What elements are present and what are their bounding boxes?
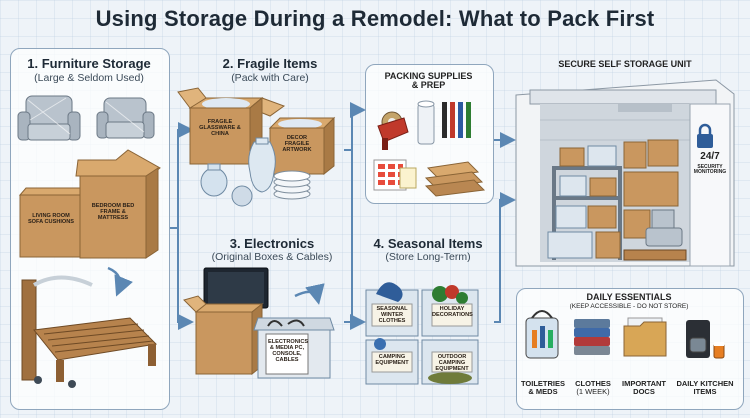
clothes-stack-icon xyxy=(574,319,610,355)
seasonal-bin-label-2: HOLIDAY DECORATIONS xyxy=(432,306,473,318)
seasonal-bins-icon xyxy=(365,282,479,385)
decor-box-label: DECOR FRAGILE ARTWORK xyxy=(282,135,312,153)
armchair-right-icon xyxy=(96,97,155,139)
markers-icon xyxy=(442,102,471,138)
vases-icon xyxy=(200,137,276,207)
page-title: Using Storage During a Remodel: What to … xyxy=(95,6,655,31)
daily-item-clothes-line2: (1 WEEK) xyxy=(576,386,610,396)
daily-item-kitchen: DAILY KITCHEN ITEMS xyxy=(672,380,738,396)
packing-supplies-title: PACKING SUPPLIES & PREP xyxy=(365,71,492,91)
seasonal-bin-label-1: SEASONAL WINTER CLOTHES xyxy=(376,306,408,324)
flat-boxes-icon xyxy=(424,161,486,197)
electronics-bin-icon xyxy=(253,317,335,379)
bed-frame-icon xyxy=(21,275,158,388)
furniture-title: 1. Furniture Storage xyxy=(27,56,151,71)
seasonal-bin-label-4: OUTDOOR CAMPING EQUIPMENT xyxy=(435,354,469,372)
daily-item-docs: IMPORTANT DOCS xyxy=(618,380,670,396)
label-sheets-icon xyxy=(373,159,417,191)
storage-unit-icon xyxy=(515,79,735,267)
bubble-wrap-roll-icon xyxy=(417,100,435,145)
armchair-left-icon xyxy=(17,95,81,141)
daily-item-clothes: CLOTHES (1 WEEK) xyxy=(568,380,618,396)
glassware-box-icon xyxy=(177,87,286,166)
storage-unit-title: SECURE SELF STORAGE UNIT xyxy=(558,59,692,69)
daily-item-toiletries-line1: TOILETRIES xyxy=(520,379,566,388)
packing-supplies-title-line1: PACKING SUPPLIES xyxy=(384,71,473,81)
fragile-title: 2. Fragile Items xyxy=(222,56,318,71)
tape-dispenser-icon xyxy=(377,111,409,150)
electronics-bin-label: ELECTRONICS & MEDIA PC, CONSOLE, CABLES xyxy=(268,339,309,363)
toiletries-bag-icon xyxy=(525,310,559,359)
daily-item-docs-line1: IMPORTANT xyxy=(621,379,667,388)
daily-item-toiletries-line2: & MEDS xyxy=(528,386,558,396)
coffee-maker-icon xyxy=(686,320,725,359)
furniture-subtitle: (Large & Seldom Used) xyxy=(34,72,144,84)
documents-folder-icon xyxy=(623,317,667,357)
daily-item-kitchen-line2: ITEMS xyxy=(693,386,717,396)
bedroom-box-icon xyxy=(75,149,161,259)
flow-arrows xyxy=(107,102,516,330)
fragile-subtitle: (Pack with Care) xyxy=(231,72,309,84)
security-monitor-label: SECURITY MONITORING xyxy=(693,164,727,176)
lock-icon xyxy=(697,123,713,148)
glassware-box-label: FRAGILE GLASSWARE & CHINA xyxy=(199,119,241,137)
electronics-title: 3. Electronics xyxy=(229,236,315,251)
decor-box-icon xyxy=(268,116,336,176)
seasonal-subtitle: (Store Long-Term) xyxy=(385,251,471,263)
electronics-box-icon xyxy=(183,295,264,376)
electronics-subtitle: (Original Boxes & Cables) xyxy=(211,251,333,263)
seasonal-bin-label-3: CAMPING EQUIPMENT xyxy=(375,354,409,366)
daily-item-toiletries: TOILETRIES & MEDS xyxy=(518,380,568,396)
daily-item-kitchen-line1: DAILY KITCHEN xyxy=(676,379,734,388)
security-monitor-24-7: 24/7 xyxy=(700,151,720,162)
packing-supplies-title-line2: & PREP xyxy=(411,80,446,91)
daily-essentials-subtitle: (KEEP ACCESSIBLE - DO NOT STORE) xyxy=(569,303,689,310)
daily-item-clothes-line1: CLOTHES xyxy=(575,379,611,388)
daily-essentials-title: DAILY ESSENTIALS xyxy=(586,292,672,302)
seasonal-title: 4. Seasonal Items xyxy=(373,236,483,251)
daily-item-docs-line2: DOCS xyxy=(633,386,655,396)
plates-stack-icon xyxy=(273,170,311,200)
sofa-cushions-box-label: LIVING ROOM SOFA CUSHIONS xyxy=(27,213,75,225)
bedroom-box-label: BEDROOM BED FRAME & MATTRESS xyxy=(91,203,135,221)
